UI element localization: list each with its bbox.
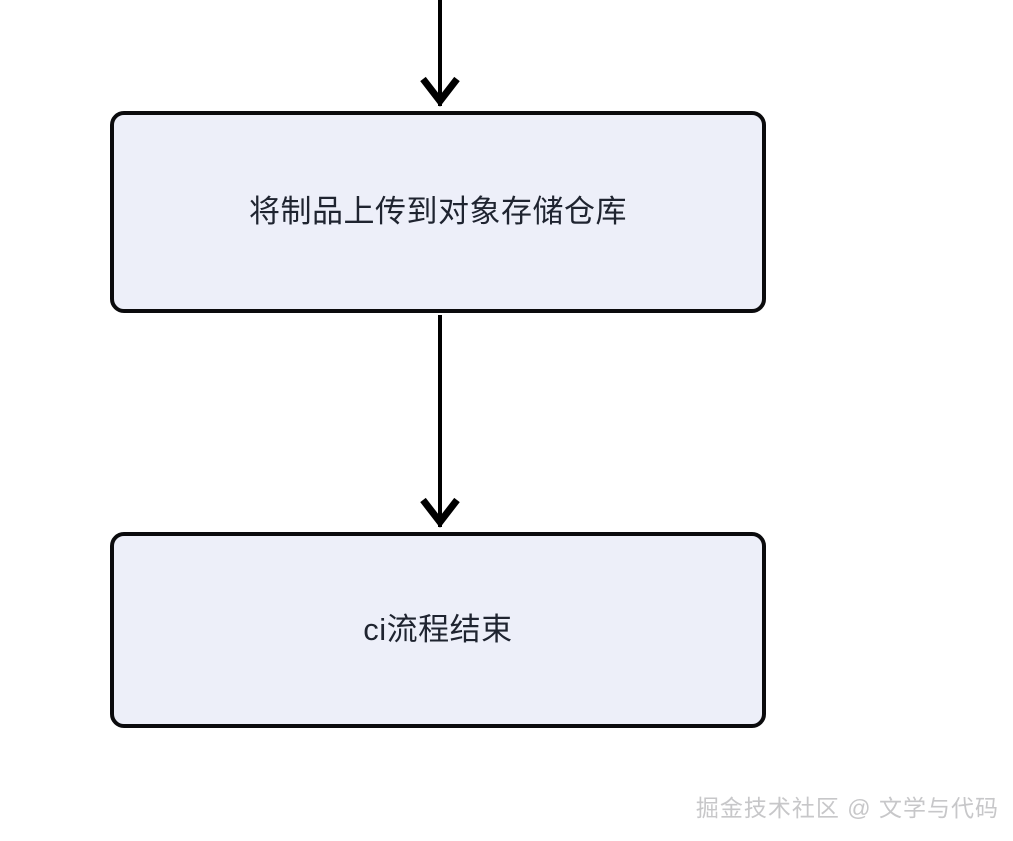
node-ci-end[interactable]: ci流程结束	[110, 532, 766, 728]
edge-upload-to-ci-end-arrowhead	[420, 497, 460, 528]
edge-incoming-to-upload	[420, 0, 460, 107]
node-upload-artifact-label: 将制品上传到对象存储仓库	[249, 193, 627, 229]
edge-upload-to-ci-end	[420, 315, 460, 528]
edge-incoming-to-upload-arrowhead	[420, 76, 460, 107]
watermark: 掘金技术社区 @ 文学与代码	[695, 795, 999, 822]
node-ci-end-label: ci流程结束	[363, 611, 513, 647]
node-upload-artifact[interactable]: 将制品上传到对象存储仓库	[110, 111, 766, 313]
